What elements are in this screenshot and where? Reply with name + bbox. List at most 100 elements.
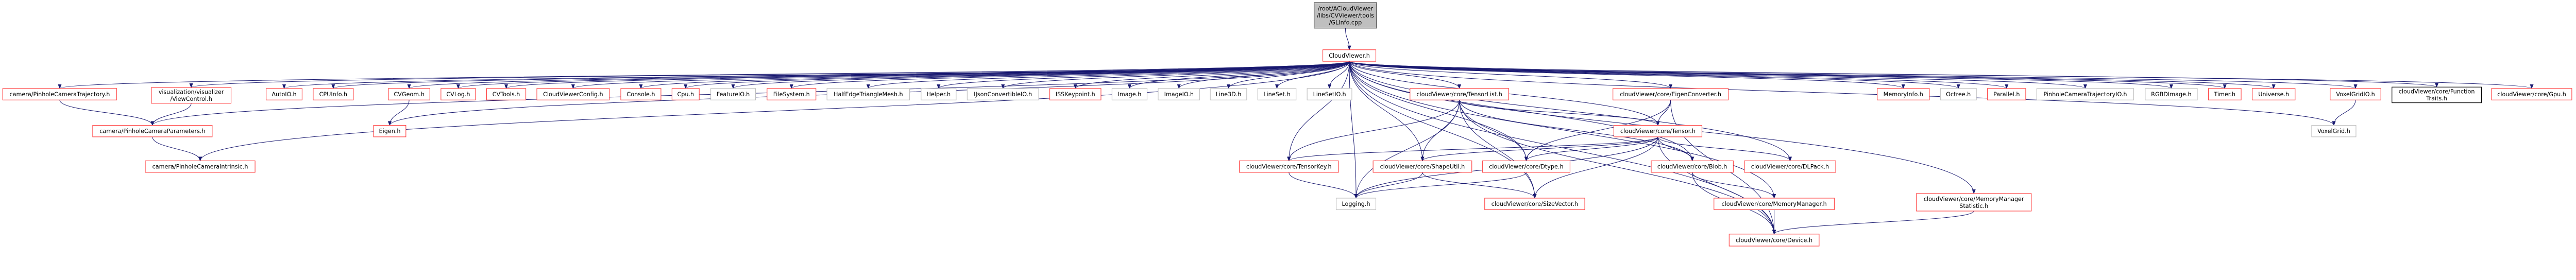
node-label: cloudViewer/core/DLPack.h bbox=[1751, 164, 1829, 170]
node-halfedge[interactable]: HalfEdgeTriangleMesh.h bbox=[826, 88, 910, 100]
node-label: CVGeom.h bbox=[394, 91, 424, 98]
edge-cv-to-helper bbox=[937, 61, 1350, 89]
edge-voxelgridio-to-voxelgrid bbox=[2332, 100, 2356, 126]
edge-tensorlist-to-logging bbox=[1354, 100, 1460, 199]
node-device[interactable]: cloudViewer/core/Device.h bbox=[1728, 234, 1820, 247]
edge-dtype-to-logging bbox=[1354, 172, 1527, 199]
node-tensorkey[interactable]: cloudViewer/core/TensorKey.h bbox=[1239, 160, 1339, 173]
edge-cv-to-rgbd bbox=[1349, 61, 2173, 89]
node-dtype[interactable]: cloudViewer/core/Dtype.h bbox=[1482, 160, 1571, 173]
node-autoio[interactable]: AutoIO.h bbox=[265, 88, 302, 100]
node-trajio[interactable]: PinholeCameraTrajectoryIO.h bbox=[2036, 88, 2134, 100]
edge-cv-to-traj bbox=[58, 61, 1350, 89]
node-eigen[interactable]: Eigen.h bbox=[373, 125, 406, 137]
node-gpu[interactable]: cloudViewer/core/Gpu.h bbox=[2491, 88, 2572, 100]
node-blob[interactable]: cloudViewer/core/Blob.h bbox=[1651, 160, 1734, 173]
node-box bbox=[373, 125, 406, 137]
edge-cv-to-cvtools bbox=[504, 61, 1350, 89]
node-label: FeatureIO.h bbox=[717, 91, 750, 98]
node-cvgeom[interactable]: CVGeom.h bbox=[388, 88, 430, 100]
node-logging[interactable]: Logging.h bbox=[1335, 198, 1377, 210]
node-shapeutil[interactable]: cloudViewer/core/ShapeUtil.h bbox=[1372, 160, 1472, 173]
node-dlpack[interactable]: cloudViewer/core/DLPack.h bbox=[1744, 160, 1836, 173]
node-meminfo[interactable]: MemoryInfo.h bbox=[1877, 88, 1930, 100]
node-parallel[interactable]: Parallel.h bbox=[1987, 88, 2026, 100]
node-octree[interactable]: Octree.h bbox=[1940, 88, 1977, 100]
node-label: Eigen.h bbox=[379, 128, 401, 135]
node-box bbox=[826, 88, 910, 100]
node-line3d[interactable]: Line3D.h bbox=[1210, 88, 1247, 100]
edge-cv-to-gpu bbox=[1349, 61, 2533, 89]
node-cv[interactable]: CloudViewer.h bbox=[1322, 49, 1377, 62]
node-box bbox=[1613, 88, 1729, 100]
node-linesetio[interactable]: LineSetIO.h bbox=[1307, 88, 1352, 100]
node-label: RGBDImage.h bbox=[2151, 91, 2191, 98]
node-sizevector[interactable]: cloudViewer/core/SizeVector.h bbox=[1484, 198, 1585, 210]
node-box bbox=[440, 88, 476, 100]
node-camparams[interactable]: camera/PinholeCameraParameters.h bbox=[92, 125, 213, 137]
node-box bbox=[2311, 125, 2357, 137]
node-ijson[interactable]: IJsonConvertibleIO.h bbox=[967, 88, 1039, 100]
node-label: Statistic.h bbox=[1959, 203, 1988, 209]
node-universe[interactable]: Universe.h bbox=[2251, 88, 2296, 100]
node-label: Console.h bbox=[626, 91, 655, 98]
edge-cv-to-cpuinfo bbox=[331, 61, 1350, 89]
node-label: Traits.h bbox=[2426, 95, 2447, 102]
edge-blob-to-memmgr bbox=[1692, 172, 1776, 199]
edge-cv-to-line3d bbox=[1226, 61, 1350, 89]
node-label: VoxelGridIO.h bbox=[2336, 91, 2375, 98]
node-rgbd[interactable]: RGBDImage.h bbox=[2145, 88, 2198, 100]
node-voxelgridio[interactable]: VoxelGridIO.h bbox=[2330, 88, 2381, 100]
edge-cv-to-linesetio bbox=[1327, 61, 1350, 89]
node-intrinsic[interactable]: camera/PinholeCameraIntrinsic.h bbox=[145, 160, 256, 173]
node-memmgr[interactable]: cloudViewer/core/MemoryManager.h bbox=[1714, 198, 1835, 210]
node-traj[interactable]: camera/PinholeCameraTrajectory.h bbox=[2, 88, 117, 100]
node-label: visualization/visualizer bbox=[159, 89, 224, 96]
node-box bbox=[1651, 160, 1734, 173]
node-featureio[interactable]: FeatureIO.h bbox=[710, 88, 756, 100]
node-lineset[interactable]: LineSet.h bbox=[1257, 88, 1297, 100]
node-viewctl[interactable]: visualization/visualizer/ViewControl.h bbox=[151, 87, 232, 104]
node-label: CloudViewerConfig.h bbox=[543, 91, 603, 98]
node-tensorlist[interactable]: cloudViewer/core/TensorList.h bbox=[1410, 88, 1509, 100]
node-voxelgrid[interactable]: VoxelGrid.h bbox=[2311, 125, 2357, 137]
node-iss[interactable]: ISSKeypoint.h bbox=[1049, 88, 1101, 100]
node-box bbox=[313, 88, 354, 100]
node-label: cloudViewer/core/Blob.h bbox=[1657, 164, 1727, 170]
node-box bbox=[2208, 88, 2242, 100]
node-timer[interactable]: Timer.h bbox=[2208, 88, 2242, 100]
edge-cv-to-logging bbox=[1349, 61, 1358, 199]
edge-cv-to-ijson bbox=[1001, 61, 1350, 89]
edge-tensor-to-tensorkey bbox=[1287, 136, 1658, 162]
node-helper[interactable]: Helper.h bbox=[921, 88, 957, 100]
node-tensor[interactable]: cloudViewer/core/Tensor.h bbox=[1613, 125, 1703, 137]
node-label: cloudViewer/core/EigenConverter.h bbox=[1620, 91, 1721, 98]
node-box bbox=[1410, 88, 1509, 100]
node-config[interactable]: CloudViewerConfig.h bbox=[536, 88, 610, 100]
node-mmstat[interactable]: cloudViewer/core/MemoryManagerStatistic.… bbox=[1916, 193, 2032, 212]
edge-eigenconv-to-dtype bbox=[1524, 100, 1671, 162]
node-label: cloudViewer/core/Function bbox=[2399, 89, 2475, 95]
node-cpu[interactable]: Cpu.h bbox=[671, 88, 700, 100]
node-cvtools[interactable]: CVTools.h bbox=[486, 88, 527, 100]
node-label: cloudViewer/core/MemoryManager bbox=[1924, 196, 2024, 202]
node-console[interactable]: Console.h bbox=[620, 88, 662, 100]
node-eigenconv[interactable]: cloudViewer/core/EigenConverter.h bbox=[1613, 88, 1729, 100]
edge-root-to-cv bbox=[1345, 28, 1351, 50]
node-cpuinfo[interactable]: CPUInfo.h bbox=[313, 88, 354, 100]
node-filesystem[interactable]: FileSystem.h bbox=[767, 88, 817, 100]
node-box bbox=[1111, 88, 1148, 100]
edge-tensorlist-to-blob bbox=[1459, 100, 1694, 162]
node-box bbox=[2251, 88, 2296, 100]
node-root[interactable]: /root/ACloudViewer/libs/CVViewer/tools/G… bbox=[1313, 2, 1377, 29]
include-dependency-graph: /root/ACloudViewer/libs/CVViewer/tools/G… bbox=[2, 2, 2572, 247]
node-label: CVTools.h bbox=[493, 91, 520, 98]
node-box bbox=[1484, 198, 1585, 210]
edge-cv-to-blob bbox=[1349, 61, 1694, 162]
node-imageio[interactable]: ImageIO.h bbox=[1158, 88, 1200, 100]
node-cvlog[interactable]: CVLog.h bbox=[440, 88, 476, 100]
node-box bbox=[2491, 88, 2572, 100]
node-image[interactable]: Image.h bbox=[1111, 88, 1148, 100]
edge-cvgeom-to-eigen bbox=[387, 100, 410, 126]
